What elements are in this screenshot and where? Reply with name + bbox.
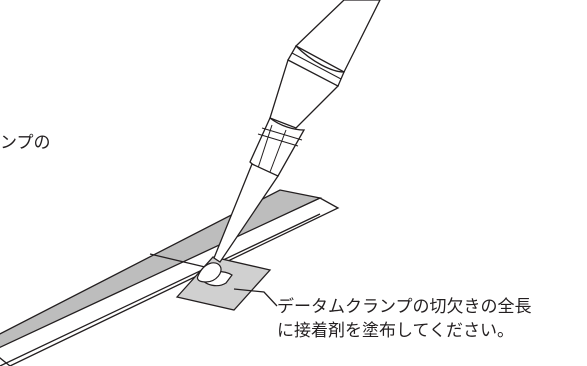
strip-bottom-edge (0, 213, 321, 366)
datum-line (149, 253, 206, 268)
adhesive-dispenser (213, 0, 381, 263)
cropped-label-fragment: ンプの (0, 133, 51, 153)
adhesive-bead (196, 262, 222, 283)
dispenser-barrel (294, 0, 381, 73)
instruction-callout: データムクランプの切欠きの全長 に接着剤を塗布してください。 (277, 295, 532, 343)
instruction-line-2: に接着剤を塗布してください。 (277, 321, 514, 341)
dispenser-body (269, 59, 340, 129)
callout-leader (233, 288, 278, 307)
dispenser-nozzle (213, 163, 279, 263)
instruction-line-1: データムクランプの切欠きの全長 (277, 297, 532, 317)
